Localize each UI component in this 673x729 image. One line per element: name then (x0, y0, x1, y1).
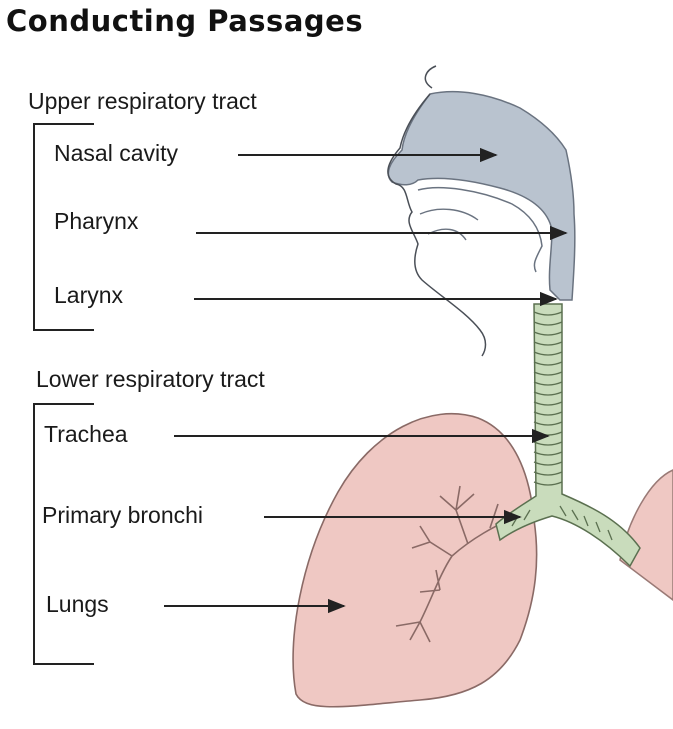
lower-bracket (33, 403, 94, 665)
label-pharynx: Pharynx (54, 208, 139, 234)
diagram-title: Conducting Passages (6, 4, 364, 38)
lower-tract-heading: Lower respiratory tract (36, 366, 265, 392)
label-trachea: Trachea (44, 421, 128, 447)
left-lung-shape (292, 413, 538, 708)
face-profile (387, 93, 487, 357)
label-primary-bronchi: Primary bronchi (42, 502, 204, 528)
upper-tract-heading: Upper respiratory tract (28, 88, 257, 114)
right-lung-shape (619, 469, 673, 601)
label-lungs: Lungs (46, 591, 109, 617)
upper-bracket (33, 123, 94, 331)
label-nasal-cavity: Nasal cavity (54, 140, 178, 166)
trachea-rings (511, 311, 613, 541)
label-larynx: Larynx (54, 282, 124, 308)
bronchial-tree (395, 485, 521, 643)
